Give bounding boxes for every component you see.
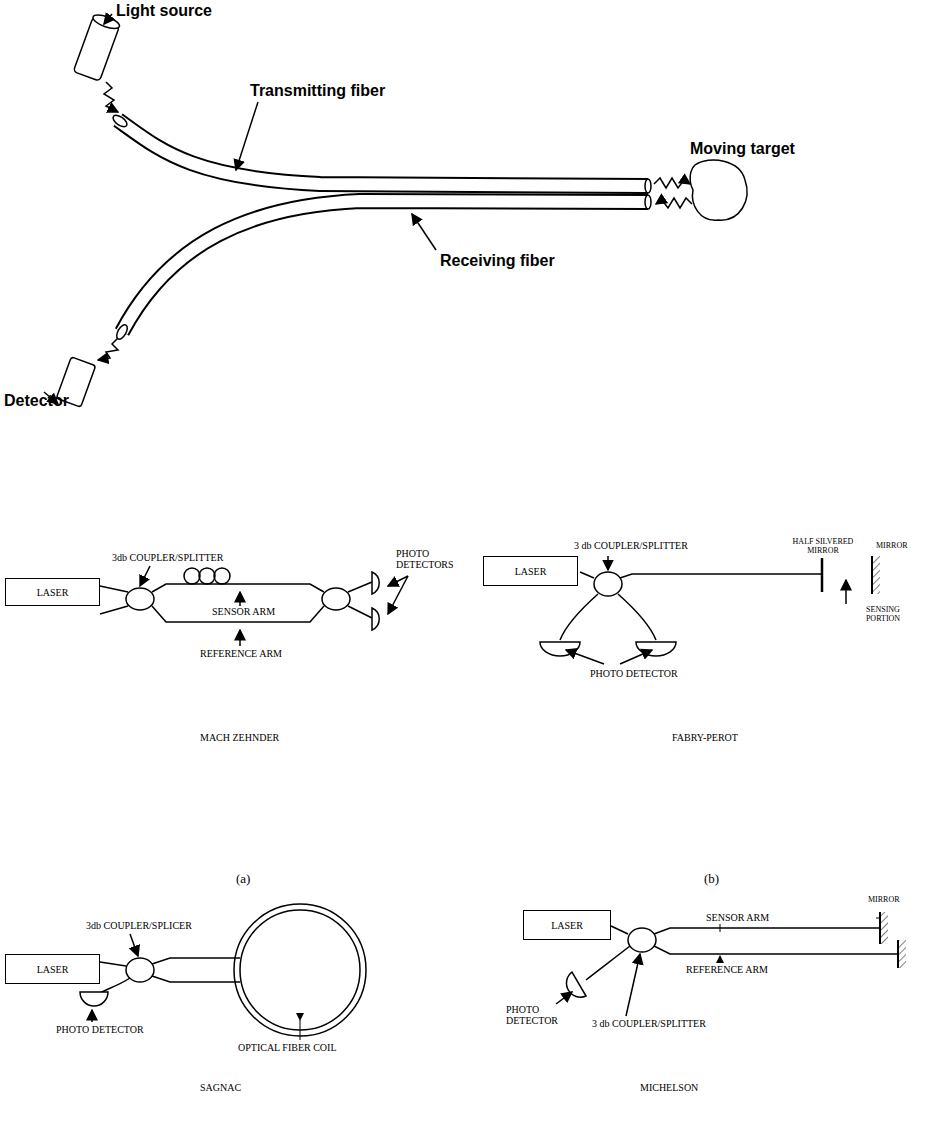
component-label: REFERENCE ARM (200, 648, 282, 659)
component-label: 3db COUPLER/SPLITTER (112, 552, 223, 563)
part-label: Transmitting fiber (250, 82, 385, 100)
component-label: SENSOR ARM (706, 912, 769, 923)
node-text: LASER (37, 587, 69, 598)
laser-box: LASER (523, 910, 611, 940)
laser-box: LASER (483, 556, 578, 586)
component-label: OPTICAL FIBER COIL (238, 1042, 337, 1053)
laser-box: LASER (5, 954, 100, 984)
component-label: 3 db COUPLER/SPLITTER (592, 1018, 706, 1029)
component-label: PHOTO DETECTOR (506, 1004, 556, 1026)
part-label: Detector (4, 392, 69, 410)
component-label: HALF SILVERED MIRROR (792, 538, 854, 556)
component-label: SENSOR ARM (212, 606, 275, 617)
component-label: MIRROR (868, 896, 900, 905)
laser-box: LASER (5, 578, 100, 606)
component-label: PHOTO DETECTOR (56, 1024, 144, 1035)
component-label: PHOTO DETECTORS (396, 548, 460, 570)
part-label: Moving target (690, 140, 795, 158)
component-label: 3 db COUPLER/SPLITTER (574, 540, 688, 551)
node-text: LASER (515, 566, 547, 577)
component-label: REFERENCE ARM (686, 964, 768, 975)
subfigure-label: (b) (704, 872, 719, 886)
figure-title: SAGNAC (200, 1082, 241, 1093)
figure-title: FABRY-PEROT (672, 732, 738, 743)
subfigure-label: (a) (236, 872, 250, 886)
part-label: Light source (116, 2, 212, 20)
component-label: MIRROR (876, 542, 908, 551)
component-label: 3db COUPLER/SPLICER (86, 920, 192, 931)
component-label: PHOTO DETECTOR (590, 668, 678, 679)
node-text: LASER (551, 920, 583, 931)
figure-title: MICHELSON (640, 1082, 698, 1093)
part-label: Receiving fiber (440, 252, 555, 270)
node-text: LASER (37, 964, 69, 975)
component-label: SENSING PORTION (858, 606, 908, 624)
figure-title: MACH ZEHNDER (200, 732, 279, 743)
